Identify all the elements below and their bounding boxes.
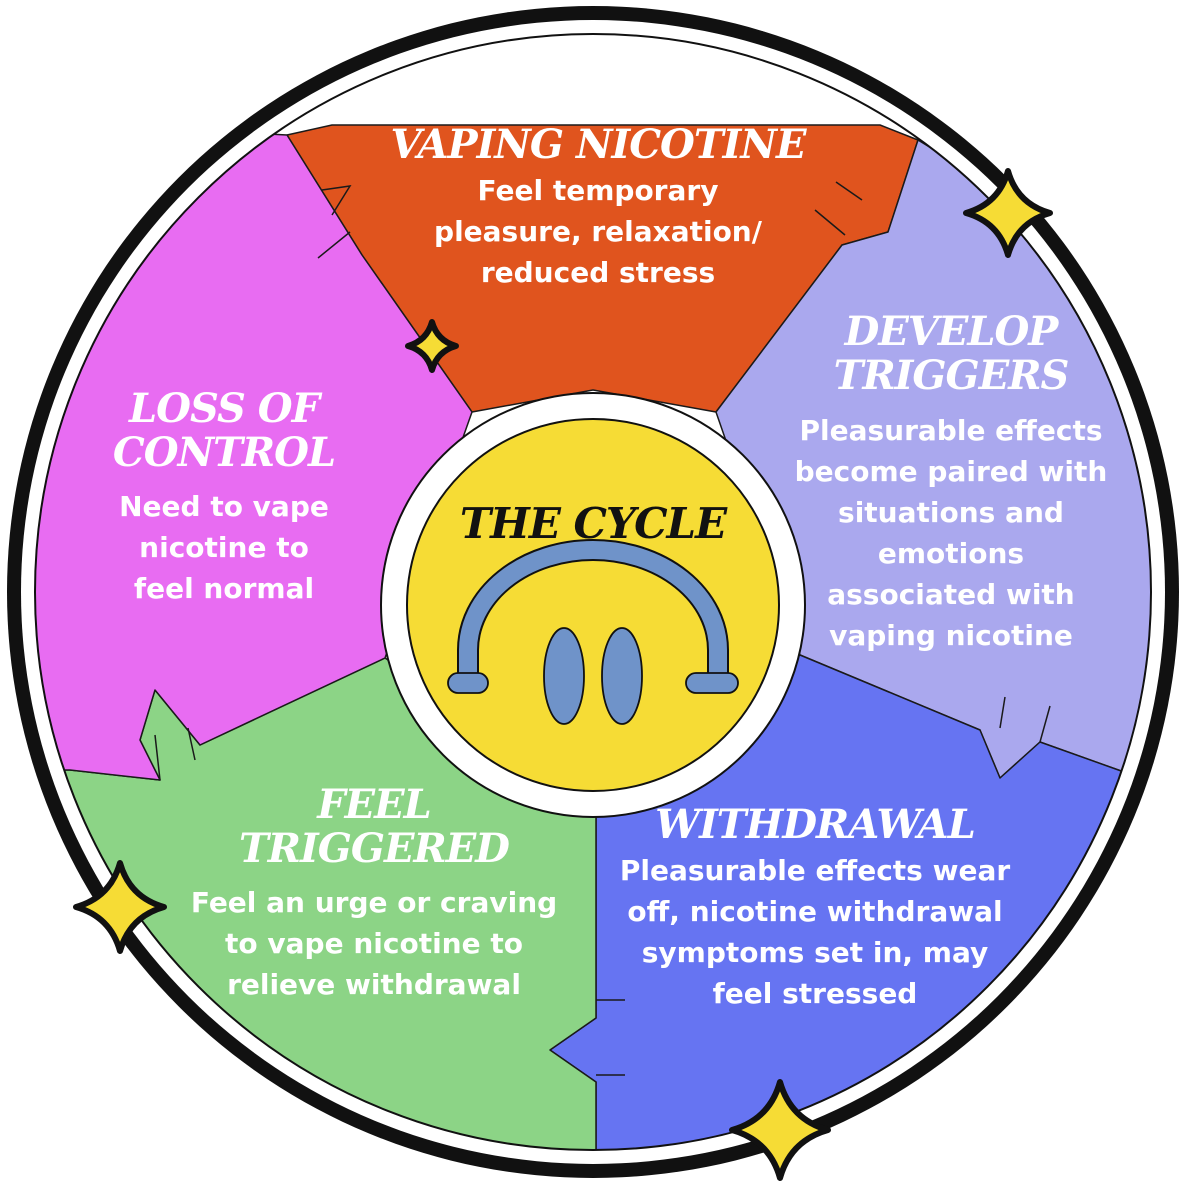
sparkle-icon xyxy=(73,860,167,954)
sparkles-group xyxy=(73,168,1053,1181)
segment-body-vaping: pleasure, relaxation/ xyxy=(434,215,763,248)
sparkle-icon xyxy=(405,319,459,373)
segment-body-develop: situations and xyxy=(838,496,1064,529)
segment-body-loss: nicotine to xyxy=(139,531,309,564)
segment-body-develop: emotions xyxy=(878,537,1024,570)
segment-body-develop: Pleasurable effects xyxy=(800,414,1103,447)
arrow-strokes xyxy=(154,181,1051,1076)
segment-title-develop: DEVELOP xyxy=(844,308,1061,355)
segment-body-triggered: Feel an urge or craving xyxy=(191,886,557,919)
segment-title-triggered: FEEL xyxy=(316,781,431,828)
segment-body-develop: associated with xyxy=(827,578,1075,611)
segment-title-loss: LOSS OF xyxy=(128,385,323,432)
segment-title-develop: TRIGGERS xyxy=(834,352,1069,399)
smiley-mouth-end-right xyxy=(685,672,739,694)
smiley-eye-right xyxy=(601,627,643,725)
segment-body-triggered: relieve withdrawal xyxy=(227,968,521,1001)
segment-body-withdrawal: feel stressed xyxy=(713,977,918,1010)
center-disc xyxy=(406,418,780,792)
segment-body-withdrawal: Pleasurable effects wear xyxy=(620,854,1010,887)
segment-title-loss: CONTROL xyxy=(113,429,335,476)
segment-texts: VAPING NICOTINE Feel temporary pleasure, r… xyxy=(113,121,1107,1010)
segment-body-loss: Need to vape xyxy=(119,490,329,523)
upside-down-smiley-icon xyxy=(447,539,739,725)
segment-body-loss: feel normal xyxy=(134,572,314,605)
segment-title-withdrawal: WITHDRAWAL xyxy=(655,801,975,848)
segment-body-develop: vaping nicotine xyxy=(829,619,1073,652)
smiley-mouth-arc xyxy=(459,541,727,676)
segment-title-vaping: VAPING NICOTINE xyxy=(391,121,807,168)
smiley-eye-left xyxy=(543,627,585,725)
center-title: THE CYCLE xyxy=(460,499,728,548)
disc-edge xyxy=(34,33,1152,1151)
segment-body-vaping: Feel temporary xyxy=(478,174,719,207)
segment-body-develop: become paired with xyxy=(795,455,1108,488)
segment-body-withdrawal: symptoms set in, may xyxy=(642,936,989,969)
sparkle-icon xyxy=(963,168,1053,258)
segment-body-triggered: to vape nicotine to xyxy=(225,927,523,960)
segment-title-triggered: TRIGGERED xyxy=(239,825,510,872)
sparkle-icon xyxy=(729,1079,831,1181)
segment-body-withdrawal: off, nicotine withdrawal xyxy=(627,895,1002,928)
segment-body-vaping: reduced stress xyxy=(481,256,715,289)
smiley-mouth-end-left xyxy=(447,672,489,694)
